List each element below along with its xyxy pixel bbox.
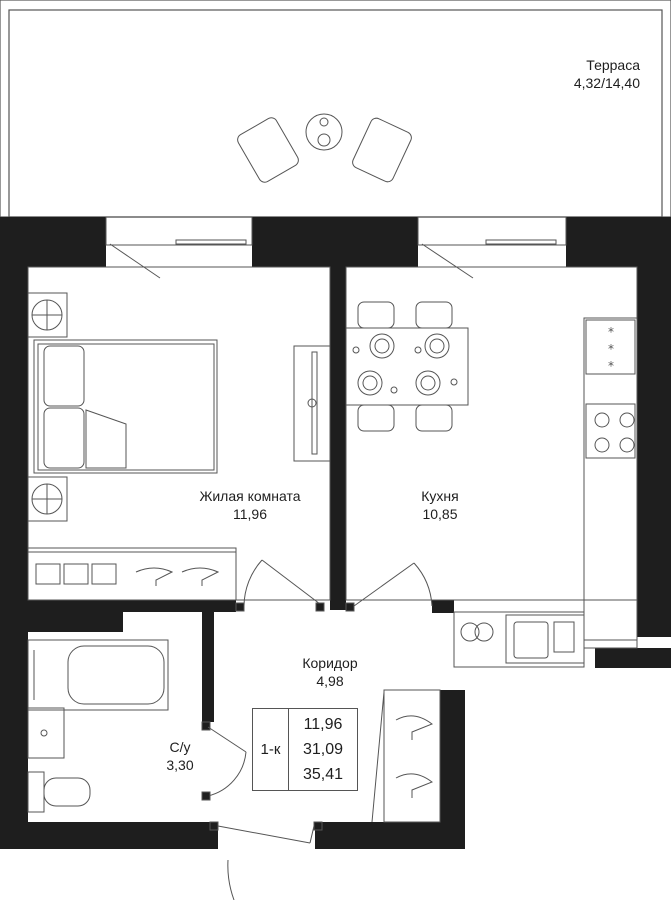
kitchen-counter-icon bbox=[453, 317, 638, 668]
corridor-name: Коридор bbox=[302, 655, 358, 671]
dining-table-icon bbox=[345, 301, 469, 432]
hallway-wardrobe-icon bbox=[371, 689, 441, 823]
kitchen-door-icon bbox=[345, 562, 433, 612]
nightstand-lamp-icon bbox=[27, 292, 68, 522]
corridor-area: 4,98 bbox=[316, 673, 344, 689]
window-living bbox=[105, 216, 253, 279]
terrace-label: Терраса 4,32/14,40 bbox=[540, 56, 640, 92]
entrance-door-icon bbox=[209, 821, 323, 900]
svg-text:*: * bbox=[608, 359, 614, 373]
tv-stand-icon bbox=[293, 345, 331, 462]
svg-text:*: * bbox=[608, 342, 614, 356]
bed-icon bbox=[33, 339, 218, 474]
kitchen-area: 10,85 bbox=[422, 506, 458, 522]
walls bbox=[0, 217, 671, 849]
bathroom-area: 3,30 bbox=[166, 757, 194, 773]
terrace-railing bbox=[0, 0, 671, 218]
living-room-name: Жилая комната bbox=[199, 488, 301, 504]
svg-text:*: * bbox=[608, 325, 614, 339]
terrace-chairs-icon bbox=[237, 113, 412, 183]
living-area-value: 11,96 bbox=[303, 716, 343, 733]
living-door-icon bbox=[235, 559, 325, 612]
kitchen-name: Кухня bbox=[421, 488, 459, 504]
hob-icon: * * * bbox=[608, 325, 614, 373]
sink-icon bbox=[27, 707, 65, 759]
living-room-area: 11,96 bbox=[233, 506, 267, 522]
bathroom-door-icon bbox=[201, 721, 247, 801]
total-with-terrace-value: 35,41 bbox=[302, 766, 344, 783]
toilet-icon bbox=[27, 771, 91, 813]
window-kitchen bbox=[417, 216, 567, 279]
bathtub-icon bbox=[27, 639, 169, 711]
bathroom-label: С/у 3,30 bbox=[150, 738, 210, 774]
bathroom-name: С/у bbox=[169, 739, 191, 755]
apartment-type: 1-к bbox=[253, 709, 289, 790]
total-area-value: 31,09 bbox=[302, 741, 344, 758]
area-values: 11,96 31,09 35,41 bbox=[289, 712, 357, 787]
kitchen-label: Кухня 10,85 bbox=[400, 487, 480, 523]
terrace-area: 4,32/14,40 bbox=[573, 75, 640, 91]
terrace-name: Терраса bbox=[586, 57, 640, 73]
corridor-label: Коридор 4,98 bbox=[280, 654, 380, 690]
living-room-label: Жилая комната 11,96 bbox=[180, 487, 320, 523]
wardrobe-icon bbox=[27, 547, 237, 601]
area-summary-box: 1-к 11,96 31,09 35,41 bbox=[252, 708, 358, 791]
